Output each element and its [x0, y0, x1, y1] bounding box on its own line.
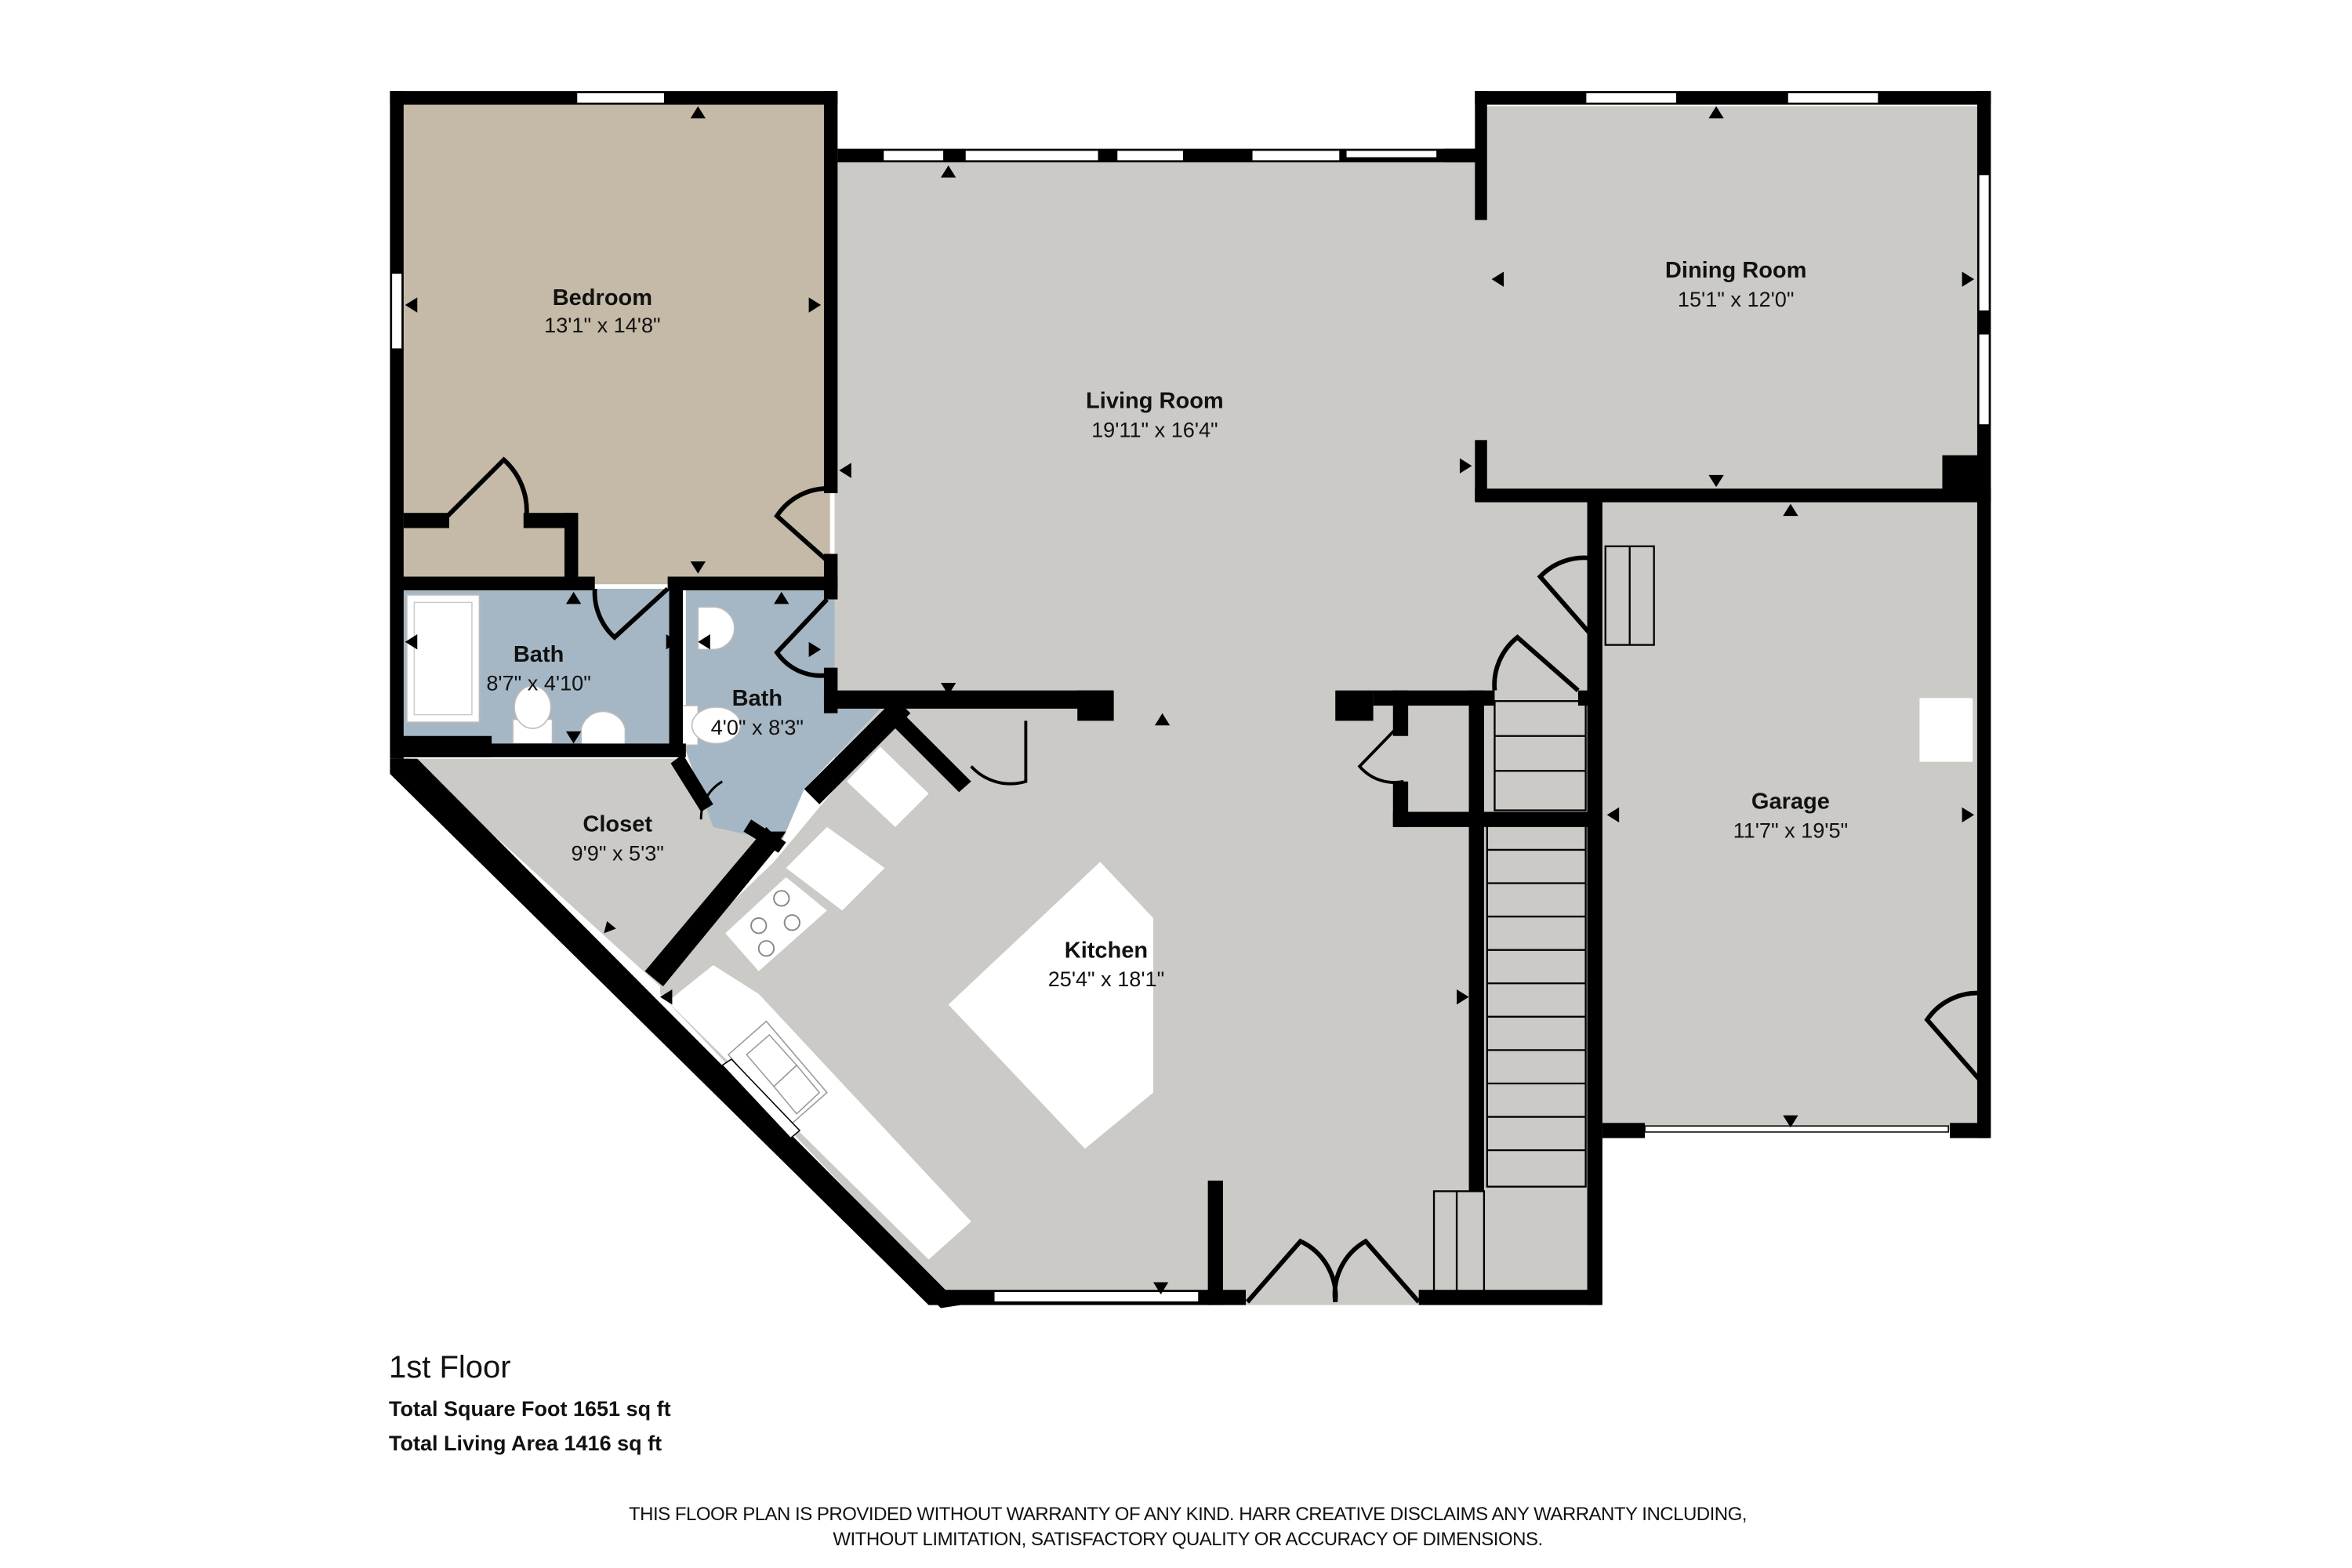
floor-title: 1st Floor [389, 1350, 511, 1385]
disclaimer-line-1: THIS FLOOR PLAN IS PROVIDED WITHOUT WARR… [629, 1504, 1747, 1525]
kitchen-counter [786, 826, 885, 911]
window [721, 1058, 801, 1139]
room-dim-closet: 9'9" x 5'3" [572, 840, 664, 865]
door [1492, 634, 1580, 692]
stove-counter [725, 877, 827, 971]
kitchen-counter [847, 746, 929, 827]
door [592, 586, 670, 641]
dimension-markers [405, 106, 1975, 1295]
room-dim-kitchen: 25'4" x 18'1" [1048, 967, 1165, 991]
garage-floor [1600, 493, 1980, 1131]
room-name-kitchen: Kitchen [1065, 938, 1148, 963]
garage-door [1644, 1125, 1949, 1133]
window [1584, 92, 1678, 104]
window [993, 1290, 1200, 1303]
window [882, 149, 945, 162]
disclaimer-line-2: WITHOUT LIMITATION, SATISFACTORY QUALITY… [833, 1529, 1543, 1550]
room-name-bath-1: Bath [514, 642, 564, 667]
appliance-icon [1919, 698, 1973, 762]
kitchen-counter [667, 965, 971, 1260]
room-name-garage: Garage [1751, 789, 1830, 815]
door [1245, 1238, 1421, 1304]
room-name-closet: Closet [583, 812, 652, 837]
room-dim-bedroom: 13'1" x 14'8" [544, 313, 661, 337]
bedroom-floor [397, 98, 830, 585]
fixtures [405, 593, 1973, 1260]
doors [445, 456, 1988, 1304]
door [774, 597, 829, 678]
disclaimer: THIS FLOOR PLAN IS PROVIDED WITHOUT WARR… [0, 1502, 2352, 1552]
door [1357, 720, 1405, 784]
stairs [1432, 545, 1655, 1299]
window [390, 272, 403, 350]
room-name-living-room: Living Room [1086, 389, 1224, 414]
room-name-dining-room: Dining Room [1665, 258, 1807, 283]
total-square-foot: Total Square Foot 1651 sq ft [389, 1397, 671, 1421]
window [1116, 149, 1185, 162]
window [964, 149, 1100, 162]
window [1251, 149, 1341, 162]
bathtub-icon [405, 593, 481, 724]
room-dim-living-room: 19'11" x 16'4" [1091, 417, 1218, 441]
sliding-door [1345, 149, 1438, 159]
window [1978, 173, 1991, 312]
windows [390, 92, 1991, 1303]
room-name-bath-2: Bath [732, 686, 782, 711]
kitchen-island [948, 862, 1153, 1149]
window [575, 92, 666, 104]
bath2-floor [685, 588, 888, 843]
sink-icon [580, 710, 626, 750]
room-name-bedroom: Bedroom [553, 285, 652, 310]
door [1537, 555, 1595, 639]
walls [390, 91, 1991, 1308]
door [774, 486, 833, 567]
door [1924, 990, 1988, 1083]
window [1978, 333, 1991, 426]
door [445, 456, 529, 518]
stove-icon [750, 890, 800, 957]
room-dim-dining-room: 15'1" x 12'0" [1678, 287, 1795, 311]
room-dim-garage: 11'7" x 19'5" [1733, 818, 1848, 842]
door [699, 780, 724, 820]
room-dim-bath-2: 4'0" x 8'3" [711, 715, 804, 739]
room-labels: Bedroom 13'1" x 14'8" Living Room 19'11"… [486, 258, 1848, 991]
window [1787, 92, 1879, 104]
total-living-area: Total Living Area 1416 sq ft [389, 1432, 662, 1455]
door [970, 720, 1028, 786]
room-dim-bath-1: 8'7" x 4'10" [486, 671, 590, 695]
